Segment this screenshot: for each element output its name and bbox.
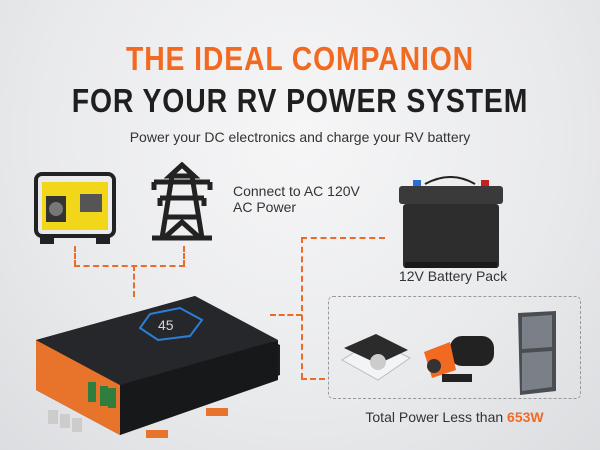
connector-line: [301, 237, 385, 239]
power-pylon-icon: [151, 162, 213, 241]
converter-charger-image: 45: [36, 296, 280, 438]
headline-line1: THE IDEAL COMPANION: [126, 40, 474, 77]
loads-group: [328, 296, 581, 399]
battery-icon: [399, 176, 503, 268]
connector-line: [74, 246, 76, 266]
connector-line: [301, 237, 303, 379]
headline-line2: FOR YOUR RV POWER SYSTEM: [71, 82, 529, 119]
battery-label: 12V Battery Pack: [398, 268, 508, 284]
refrigerator-icon: [518, 311, 556, 395]
connector-line: [74, 265, 185, 267]
generator-icon: [34, 172, 116, 244]
ac-power-label: AC Power: [233, 199, 297, 215]
total-power-prefix: Total Power Less than: [365, 409, 504, 425]
ac-connect-label: Connect to AC 120V: [233, 183, 360, 199]
connector-line: [183, 246, 185, 266]
roof-vent-fan-icon: [341, 334, 411, 381]
water-pump-icon: [424, 336, 494, 382]
total-power-value: 653W: [507, 409, 544, 425]
charger-display: 45: [158, 317, 174, 333]
connector-line: [270, 314, 302, 316]
connector-line: [133, 265, 135, 297]
subtitle: Power your DC electronics and charge you…: [129, 129, 471, 145]
connector-line: [301, 378, 325, 380]
total-power-label: Total Power Less than 653W: [328, 409, 581, 425]
